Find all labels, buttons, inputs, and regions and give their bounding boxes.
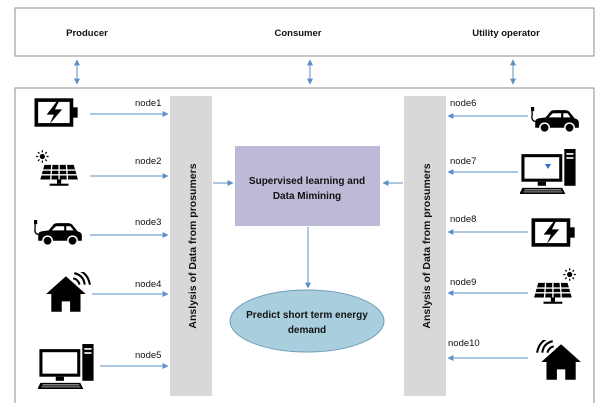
prediction-line2: demand [288,325,326,336]
supervised-learning-box [235,146,380,226]
supervised-learning-line1: Supervised learning and [249,176,365,187]
node3-row: node3 [34,217,169,247]
node7-row: node7 [447,148,576,195]
node1-row: node1 [34,98,169,127]
screen-marker-icon [545,164,551,169]
consumer-label: Consumer [275,28,322,39]
battery-icon [34,98,80,127]
right-analysis-column [404,96,446,396]
prosumer-frame [14,87,595,403]
node4-row: node4 [45,272,169,313]
node2-row: node2 [35,150,169,186]
node-label: node7 [450,156,476,167]
smart-home-icon [536,340,582,381]
node-label: node2 [135,156,161,167]
prediction-ellipse [229,289,385,353]
node-label: node6 [450,98,476,109]
left-analysis-label: Anslysis of Data from prosumers [187,163,199,328]
node5-row: node5 [38,343,169,390]
solar-panel-icon [35,150,79,186]
node-label: node8 [450,214,476,225]
left-analysis-column [170,96,212,396]
node-label: node10 [448,338,480,349]
node10-row: node10 [447,338,582,381]
node-label: node4 [135,279,161,290]
solar-panel-icon [533,268,577,304]
right-analysis-label: Anslysis of Data from prosumers [421,163,433,328]
producer-label: Producer [66,28,108,39]
computer-icon [520,148,576,195]
node6-row: node6 [447,98,580,134]
node9-row: node9 [447,268,577,304]
prediction-line1: Predict short term energy [246,310,368,321]
utility-operator-label: Utility operator [472,28,540,39]
node-label: node5 [135,350,161,361]
node-label: node3 [135,217,161,228]
supervised-learning-line2: Data Mimining [273,191,341,202]
computer-icon [38,343,94,390]
electric-car-icon [34,220,83,247]
battery-icon [531,218,577,247]
node-label: node1 [135,98,161,109]
node-label: node9 [450,277,476,288]
smart-home-icon [45,272,91,313]
electric-car-icon [531,107,580,134]
stakeholder-bar [14,7,595,57]
node8-row: node8 [447,214,577,247]
